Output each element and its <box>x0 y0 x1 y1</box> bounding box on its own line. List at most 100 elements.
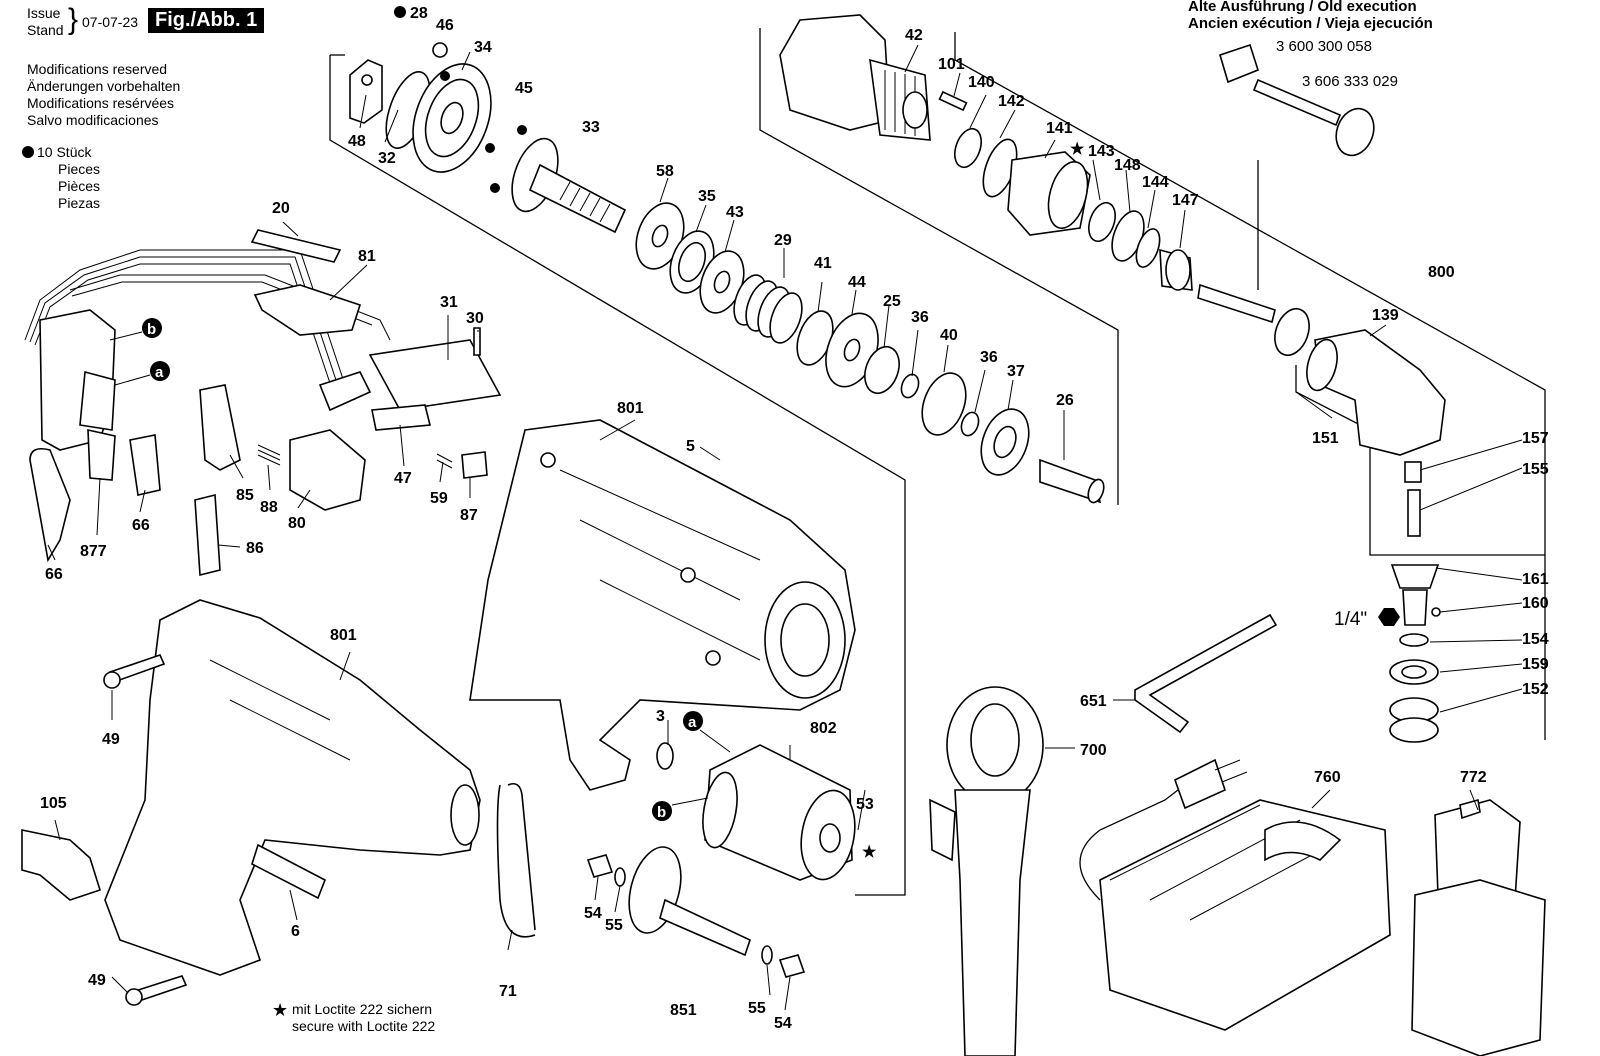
callout-760: 760 <box>1314 769 1341 786</box>
marker-a-motor-leader <box>699 729 731 753</box>
callout-59: 59 <box>430 490 448 507</box>
washer-25 <box>864 345 900 395</box>
callout-700: 700 <box>1080 742 1107 759</box>
callout-141: 141 <box>1046 120 1073 137</box>
callout-155: 155 <box>1522 461 1549 478</box>
callout-801-lower: 801 <box>330 627 357 644</box>
modifications-de: Änderungen vorbehalten <box>27 78 181 94</box>
stand-label: Stand <box>27 22 64 38</box>
callout-41: 41 <box>814 255 832 272</box>
brace-icon: } <box>68 3 79 36</box>
circlip-36-a <box>900 373 920 399</box>
ring-40 <box>921 372 967 436</box>
hex-size-label: 1/4" <box>1334 609 1367 630</box>
ball-160 <box>1431 607 1441 617</box>
callout-28: 28 <box>410 5 428 22</box>
callout-800: 800 <box>1428 264 1455 281</box>
callout-772: 772 <box>1460 769 1487 786</box>
callout-147: 147 <box>1172 192 1199 209</box>
callout-42: 42 <box>905 27 923 44</box>
callout-851: 851 <box>670 1002 697 1019</box>
callout-148: 148 <box>1114 157 1141 174</box>
old-execution-subtitle: Ancien exécution / Vieja ejecución <box>1188 15 1433 32</box>
board-31 <box>368 339 502 411</box>
old-part-number-2: 3 606 333 029 <box>1302 73 1398 90</box>
bearing-159-inner <box>1401 665 1427 679</box>
callout-80: 80 <box>288 515 306 532</box>
hex-key-651 <box>1134 613 1278 734</box>
washer-55-a <box>614 867 626 887</box>
callout-66-b: 66 <box>45 566 63 583</box>
callout-5: 5 <box>686 438 695 455</box>
callout-87: 87 <box>460 507 478 524</box>
callout-40: 40 <box>940 327 958 344</box>
callout-801-upper: 801 <box>617 400 644 417</box>
slider-85 <box>199 384 241 471</box>
callout-58: 58 <box>656 163 674 180</box>
housing-half-801-lower <box>104 599 481 976</box>
star-icon-143: ★ <box>1070 141 1085 158</box>
gear-851 <box>628 846 751 957</box>
bracket-48 <box>349 59 383 124</box>
hex-icon <box>1378 608 1400 626</box>
marker-a-top: a <box>150 361 170 381</box>
issue-date: 07-07-23 <box>82 14 139 30</box>
callout-54-right: 54 <box>774 1015 792 1032</box>
gear-34 <box>412 63 492 173</box>
callout-54-left: 54 <box>584 905 602 922</box>
marker-a-motor: a <box>683 711 703 731</box>
pieces-count-text: 10 Stück <box>37 144 92 160</box>
disc-44-hole <box>843 338 861 362</box>
spindle-160 <box>1402 589 1428 626</box>
screw-49-top-head <box>103 671 121 689</box>
sleeve-141 <box>1007 151 1091 236</box>
angle-head-139 <box>1306 329 1446 456</box>
shaft-26 <box>1039 458 1105 504</box>
cap-46 <box>432 42 448 58</box>
old-part-number-1: 3 600 300 058 <box>1276 38 1372 55</box>
callout-139: 139 <box>1372 307 1399 324</box>
charger-760 <box>1079 758 1391 1031</box>
callout-88: 88 <box>260 499 278 516</box>
nameplate-6 <box>251 843 327 900</box>
modifications-en: Modifications reserved <box>27 61 168 77</box>
callout-47: 47 <box>394 470 412 487</box>
circlip-36-b <box>960 411 980 437</box>
callout-31: 31 <box>440 294 458 311</box>
marker-b-top: b <box>142 318 162 338</box>
washer-154 <box>1399 633 1429 647</box>
callout-55-left: 55 <box>605 917 623 934</box>
marker-b-motor: b <box>652 801 672 821</box>
callout-labels: 28 46 34 48 32 45 33 58 35 43 29 41 44 2… <box>40 5 1549 1032</box>
callout-55-right: 55 <box>748 1000 766 1017</box>
ball-28-c <box>490 183 500 193</box>
callout-43: 43 <box>726 204 744 221</box>
bearing-37-inner <box>993 425 1017 459</box>
pin-101 <box>938 90 968 112</box>
ball-28-b <box>485 143 495 153</box>
lever-81 <box>253 284 362 336</box>
washer-43-hole <box>713 270 731 294</box>
switch-assembly <box>39 309 116 481</box>
clip-66 <box>129 434 161 496</box>
clip-71 <box>496 784 536 938</box>
callout-49-bottom: 49 <box>88 972 106 989</box>
callout-802: 802 <box>810 720 837 737</box>
bearing-35-inner <box>678 241 706 283</box>
callout-37: 37 <box>1007 363 1025 380</box>
battery-772 <box>1411 798 1546 1056</box>
ring-152-b <box>1389 717 1439 743</box>
callout-26: 26 <box>1056 392 1074 409</box>
svg-text:b: b <box>147 321 156 338</box>
bullet-icon-28 <box>394 6 406 18</box>
issue-label: Issue <box>27 5 61 21</box>
spindle-33 <box>511 137 627 234</box>
svg-text:b: b <box>657 804 666 821</box>
callout-81: 81 <box>358 248 376 265</box>
spring-88 <box>257 444 281 466</box>
svg-text:a: a <box>688 714 697 731</box>
marker-b-motor-leader <box>671 797 709 806</box>
callout-159: 159 <box>1522 656 1549 673</box>
